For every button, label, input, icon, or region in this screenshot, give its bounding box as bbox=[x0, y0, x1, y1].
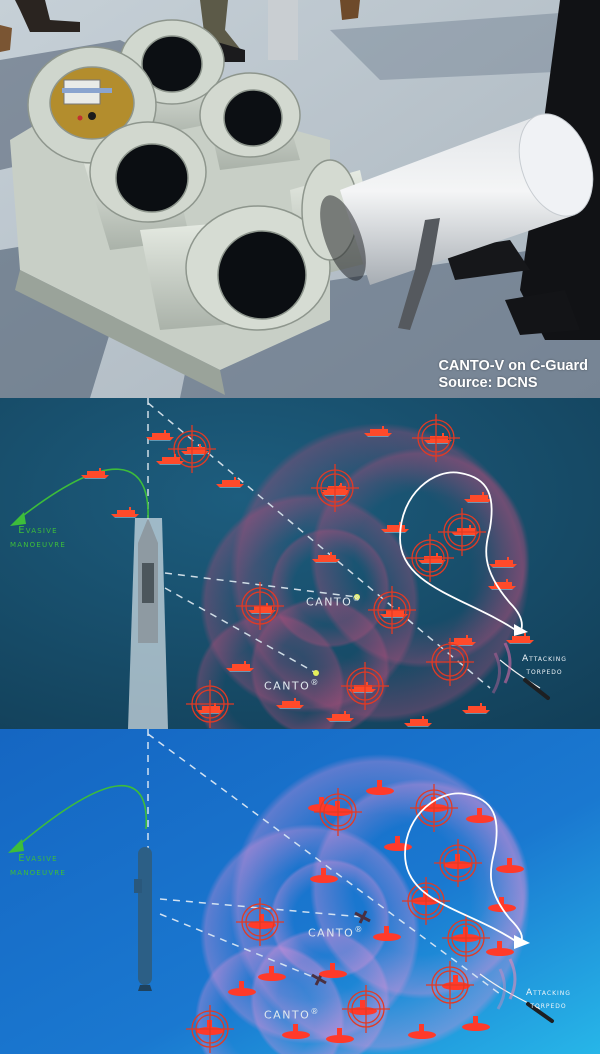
attacking-word: Attacking bbox=[522, 654, 567, 664]
submarine-decoy-diagram: Evasive manoeuvre CANTO® CANTO® Attackin… bbox=[0, 729, 600, 1054]
caption-source: Source: DCNS bbox=[438, 375, 538, 391]
registered-mark: ® bbox=[354, 925, 363, 934]
torpedo-word: torpedo bbox=[530, 1001, 567, 1011]
subsurface-scenario-graphic bbox=[0, 729, 600, 1054]
canto-text: CANTO bbox=[264, 1008, 311, 1022]
surface-ship-decoy-diagram: Evasive manoeuvre CANTO® CANTO® Attackin… bbox=[0, 398, 600, 729]
registered-mark: ® bbox=[352, 594, 361, 603]
canto-decoy-label-1: CANTO® bbox=[306, 594, 360, 609]
attacking-torpedo-label: Attacking torpedo bbox=[522, 653, 567, 679]
evasive-word: Evasive bbox=[18, 525, 58, 536]
canto-text: CANTO bbox=[308, 926, 355, 940]
registered-mark: ® bbox=[310, 678, 319, 687]
evasive-manoeuvre-label: Evasive manoeuvre bbox=[10, 852, 66, 880]
canto-v-photo: CANTO-V on C-Guard Source: DCNS bbox=[0, 0, 600, 398]
canto-decoy-label-2: CANTO® bbox=[264, 1007, 318, 1022]
evasive-manoeuvre-label: Evasive manoeuvre bbox=[10, 524, 66, 552]
manoeuvre-word: manoeuvre bbox=[10, 867, 66, 878]
photo-caption: CANTO-V on C-Guard Source: DCNS bbox=[438, 358, 588, 392]
surface-scenario-graphic bbox=[0, 398, 600, 729]
canto-text: CANTO bbox=[306, 595, 353, 609]
caption-title: CANTO-V on C-Guard bbox=[438, 358, 588, 374]
torpedo-word: torpedo bbox=[526, 667, 563, 677]
registered-mark: ® bbox=[310, 1007, 319, 1016]
canto-decoy-label-2: CANTO® bbox=[264, 678, 318, 693]
attacking-torpedo-label: Attacking torpedo bbox=[526, 987, 571, 1013]
canto-decoy-label-1: CANTO® bbox=[308, 925, 362, 940]
attacking-word: Attacking bbox=[526, 988, 571, 998]
launcher-photo-illustration bbox=[0, 0, 600, 398]
canto-text: CANTO bbox=[264, 679, 311, 693]
manoeuvre-word: manoeuvre bbox=[10, 539, 66, 550]
evasive-word: Evasive bbox=[18, 853, 58, 864]
